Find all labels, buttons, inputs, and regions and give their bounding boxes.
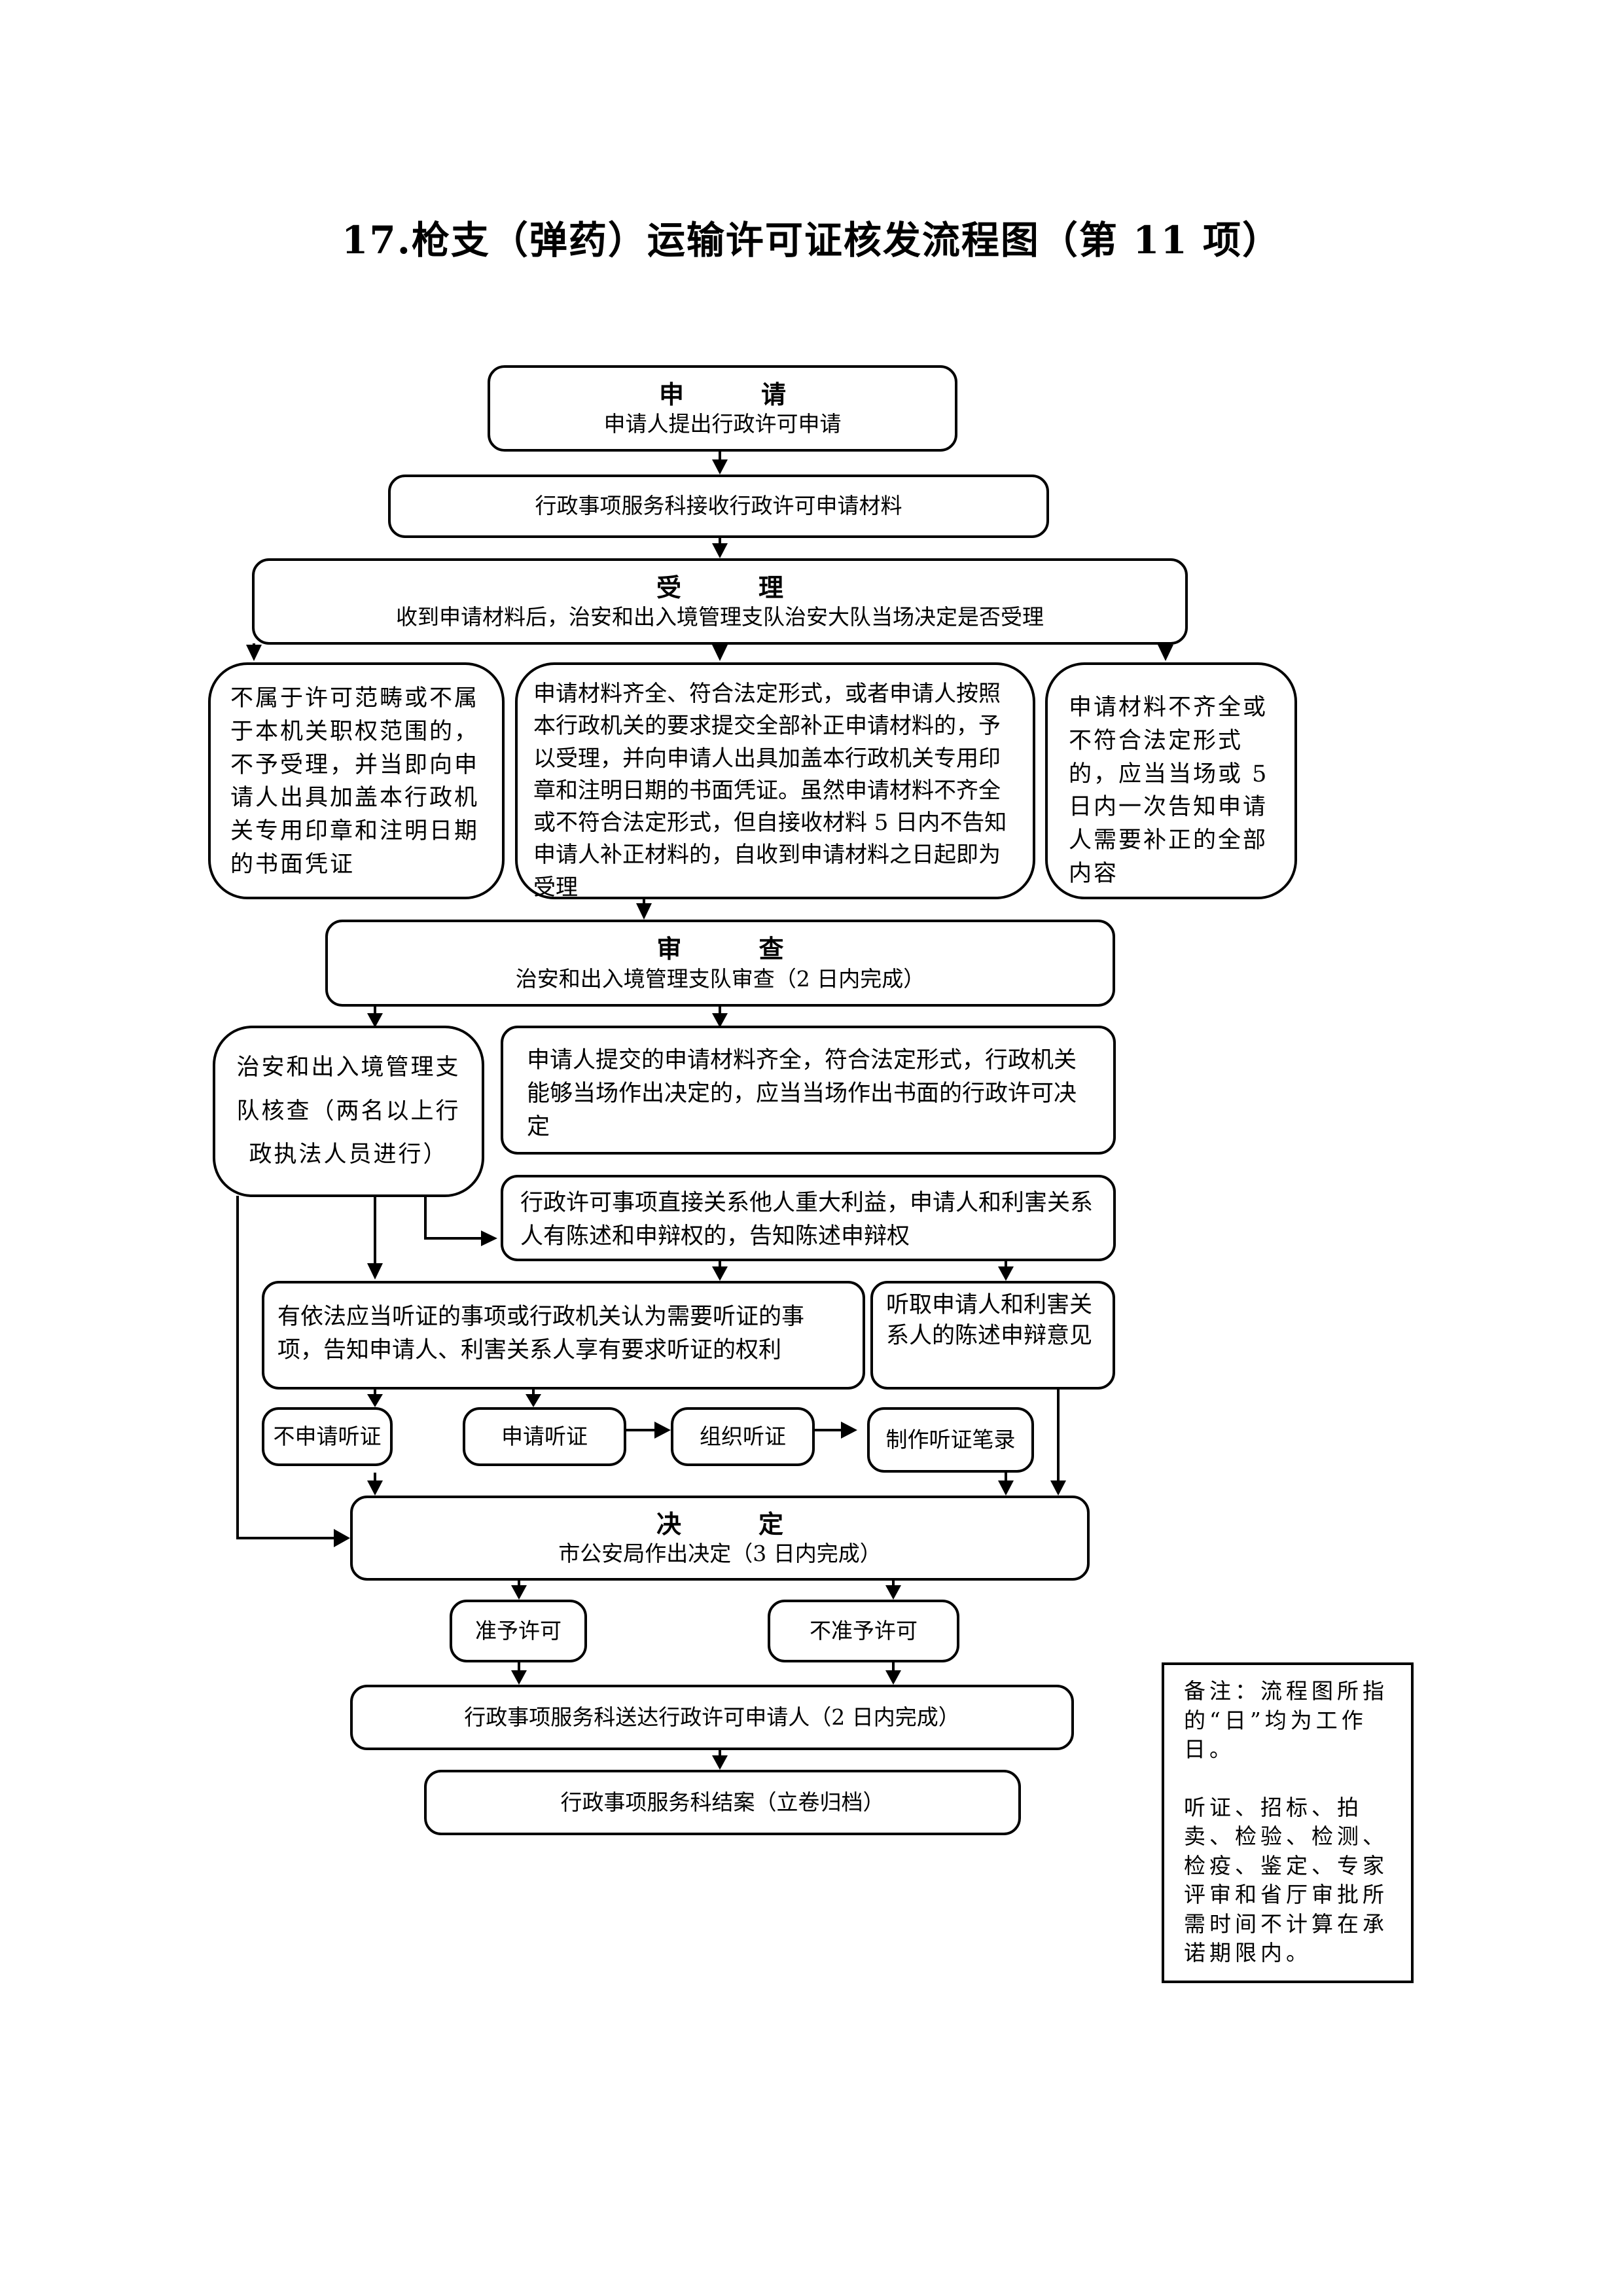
- node-accept-sub: 收到申请材料后，治安和出入境管理支队治安大队当场决定是否受理: [396, 604, 1044, 630]
- arrow-head-icon: [481, 1230, 497, 1246]
- node-onsite-decision-text: 申请人提交的申请材料齐全，符合法定形式，行政机关能够当场作出决定的，应当当场作出…: [527, 1047, 1077, 1140]
- arrow-head-icon: [998, 1266, 1014, 1281]
- node-hear-statement-text: 听取申请人和利害关系人的陈述申辩意见: [886, 1292, 1093, 1350]
- node-deny: 不准予许可: [768, 1600, 959, 1662]
- connector-line: [236, 1196, 334, 1539]
- node-decide: 决 定 市公安局作出决定（3 日内完成）: [350, 1496, 1090, 1581]
- node-organize-hearing: 组织听证: [671, 1407, 815, 1466]
- arrow-head-icon: [1158, 645, 1173, 661]
- arrow-head-icon: [885, 1585, 901, 1600]
- node-accept-ok-text: 申请材料齐全、符合法定形式，或者申请人按照本行政机关的要求提交全部补正申请材料的…: [533, 681, 1007, 901]
- node-deliver: 行政事项服务科送达行政许可申请人（2 日内完成）: [350, 1685, 1074, 1750]
- node-request-hearing: 申请听证: [463, 1407, 626, 1466]
- arrow-head-icon: [526, 1394, 541, 1407]
- node-apply-sub: 申请人提出行政许可申请: [603, 411, 842, 437]
- node-notify-hearing-text: 有依法应当听证的事项或行政机关认为需要听证的事项，告知申请人、利害关系人享有要求…: [277, 1304, 805, 1363]
- node-accept-ok: 申请材料齐全、符合法定形式，或者申请人按照本行政机关的要求提交全部补正申请材料的…: [515, 662, 1035, 901]
- node-hearing-record: 制作听证笔录: [867, 1407, 1034, 1473]
- arrow-head-icon: [1050, 1480, 1066, 1496]
- arrow-head-icon: [712, 543, 728, 558]
- node-reject-scope-text: 不属于许可范畴或不属于本机关职权范围的，不予受理，并当即向申请人出具加盖本行政机…: [230, 685, 480, 878]
- node-receive: 行政事项服务科接收行政许可申请材料: [388, 475, 1049, 538]
- arrow-head-icon: [511, 1585, 527, 1600]
- arrow-head-icon: [998, 1480, 1014, 1496]
- arrow-head-icon: [367, 1394, 383, 1407]
- node-incomplete: 申请材料不齐全或不符合法定形式的，应当当场或 5 日内一次告知申请人需要补正的全…: [1045, 662, 1297, 899]
- node-no-hearing: 不申请听证: [262, 1407, 393, 1466]
- node-receive-text: 行政事项服务科接收行政许可申请材料: [535, 493, 902, 519]
- arrow-head-icon: [712, 1013, 728, 1028]
- node-notify-statement: 行政许可事项直接关系他人重大利益，申请人和利害关系人有陈述和申辩权的，告知陈述申…: [501, 1175, 1116, 1261]
- node-apply: 申 请 申请人提出行政许可申请: [488, 365, 957, 452]
- node-no-hearing-text: 不申请听证: [273, 1423, 382, 1449]
- note-line-1: 备注：流程图所指的“日”均为工作日。: [1184, 1678, 1388, 1763]
- arrow-head-icon: [636, 903, 652, 920]
- arrow-head-icon: [367, 1480, 383, 1496]
- node-accept: 受 理 收到申请材料后，治安和出入境管理支队治安大队当场决定是否受理: [252, 558, 1188, 645]
- node-notify-statement-text: 行政许可事项直接关系他人重大利益，申请人和利害关系人有陈述和申辩权的，告知陈述申…: [520, 1190, 1094, 1249]
- node-hear-statement: 听取申请人和利害关系人的陈述申辩意见: [870, 1281, 1115, 1390]
- node-notify-hearing: 有依法应当听证的事项或行政机关认为需要听证的事项，告知申请人、利害关系人享有要求…: [262, 1281, 865, 1390]
- node-review-sub: 治安和出入境管理支队审查（2 日内完成）: [515, 965, 925, 992]
- arrow-head-icon: [712, 645, 728, 661]
- node-grant: 准予许可: [450, 1600, 587, 1662]
- arrow-head-icon: [712, 1755, 728, 1770]
- node-verify-text: 治安和出入境管理支队核查（两名以上行政执法人员进行）: [236, 1054, 461, 1168]
- note-line-2: 听证、招标、拍卖、检验、检测、检疫、鉴定、专家评审和省厅审批所需时间不计算在承诺…: [1184, 1794, 1388, 1966]
- node-onsite-decision: 申请人提交的申请材料齐全，符合法定形式，行政机关能够当场作出决定的，应当当场作出…: [501, 1026, 1116, 1155]
- node-review-head: 审 查: [656, 934, 810, 964]
- node-grant-text: 准予许可: [475, 1617, 562, 1643]
- node-verify: 治安和出入境管理支队核查（两名以上行政执法人员进行）: [213, 1026, 484, 1197]
- arrow-head-icon: [841, 1422, 857, 1439]
- arrow-head-icon: [367, 1263, 383, 1280]
- arrow-head-icon: [334, 1529, 350, 1547]
- node-deliver-text: 行政事项服务科送达行政许可申请人（2 日内完成）: [464, 1704, 960, 1730]
- node-apply-head: 申 请: [658, 379, 812, 409]
- arrow-head-icon: [246, 645, 262, 661]
- arrow-head-icon: [712, 459, 728, 475]
- arrow-head-icon: [511, 1670, 527, 1685]
- node-organize-hearing-text: 组织听证: [700, 1423, 786, 1449]
- node-close: 行政事项服务科结案（立卷归档）: [424, 1770, 1021, 1835]
- note-box: 备注：流程图所指的“日”均为工作日。 听证、招标、拍卖、检验、检测、检疫、鉴定、…: [1162, 1662, 1414, 1983]
- arrow-head-icon: [654, 1422, 671, 1439]
- node-decide-head: 决 定: [656, 1509, 810, 1539]
- node-decide-sub: 市公安局作出决定（3 日内完成）: [558, 1541, 882, 1567]
- arrow-head-icon: [885, 1670, 901, 1685]
- arrow-head-icon: [367, 1013, 383, 1028]
- node-incomplete-text: 申请材料不齐全或不符合法定形式的，应当当场或 5 日内一次告知申请人需要补正的全…: [1069, 694, 1269, 887]
- node-reject-scope: 不属于许可范畴或不属于本机关职权范围的，不予受理，并当即向申请人出具加盖本行政机…: [208, 662, 505, 899]
- connector-line: [424, 1196, 481, 1240]
- node-close-text: 行政事项服务科结案（立卷归档）: [560, 1789, 885, 1815]
- node-request-hearing-text: 申请听证: [501, 1423, 588, 1449]
- page-title: 17.枪支（弹药）运输许可证核发流程图（第 11 项）: [341, 218, 1281, 262]
- node-review: 审 查 治安和出入境管理支队审查（2 日内完成）: [325, 920, 1115, 1007]
- arrow-head-icon: [712, 1266, 728, 1281]
- node-accept-head: 受 理: [656, 572, 810, 602]
- node-deny-text: 不准予许可: [810, 1617, 918, 1643]
- node-hearing-record-text: 制作听证笔录: [885, 1426, 1016, 1452]
